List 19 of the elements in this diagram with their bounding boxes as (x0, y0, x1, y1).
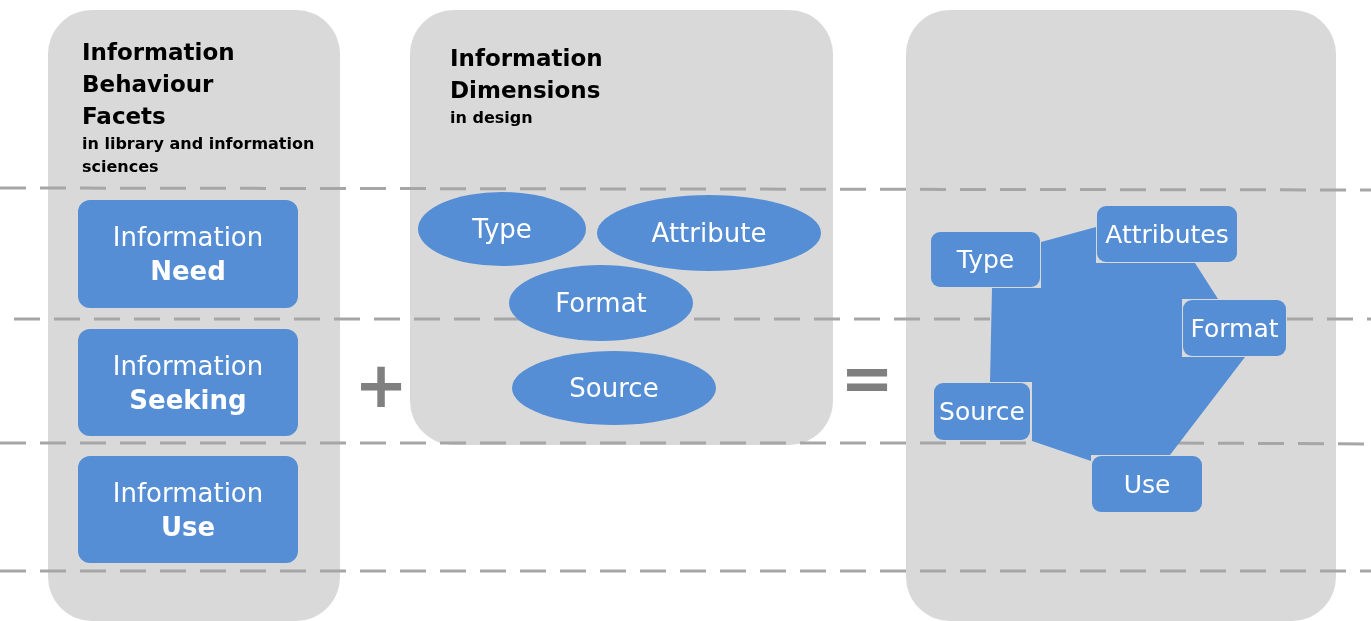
dimension-tag: Attributes (1097, 206, 1237, 262)
panel-heading: Information Dimensions (450, 44, 604, 105)
panel-subheading: in library and information sciences (82, 133, 316, 178)
equals-sign: = (839, 340, 895, 417)
dimension-tag: Format (1183, 300, 1286, 356)
dimension-tag: Type (931, 232, 1040, 287)
dimension-ellipse: Format (509, 265, 693, 341)
dimension-tag: Use (1092, 456, 1202, 512)
dimension-ellipse: Attribute (597, 195, 821, 271)
facet-box: Information Seeking (78, 329, 298, 436)
column-panel (906, 10, 1336, 621)
facet-box: Information Need (78, 200, 298, 308)
dimension-ellipse: Type (418, 192, 586, 266)
plus-sign: + (353, 347, 409, 424)
facet-box: Information Use (78, 456, 298, 563)
dimension-ellipse: Source (512, 351, 716, 425)
panel-heading: Information Behaviour Facets (82, 38, 236, 131)
panel-subheading: in design (450, 107, 534, 129)
dimension-tag: Source (934, 383, 1030, 440)
